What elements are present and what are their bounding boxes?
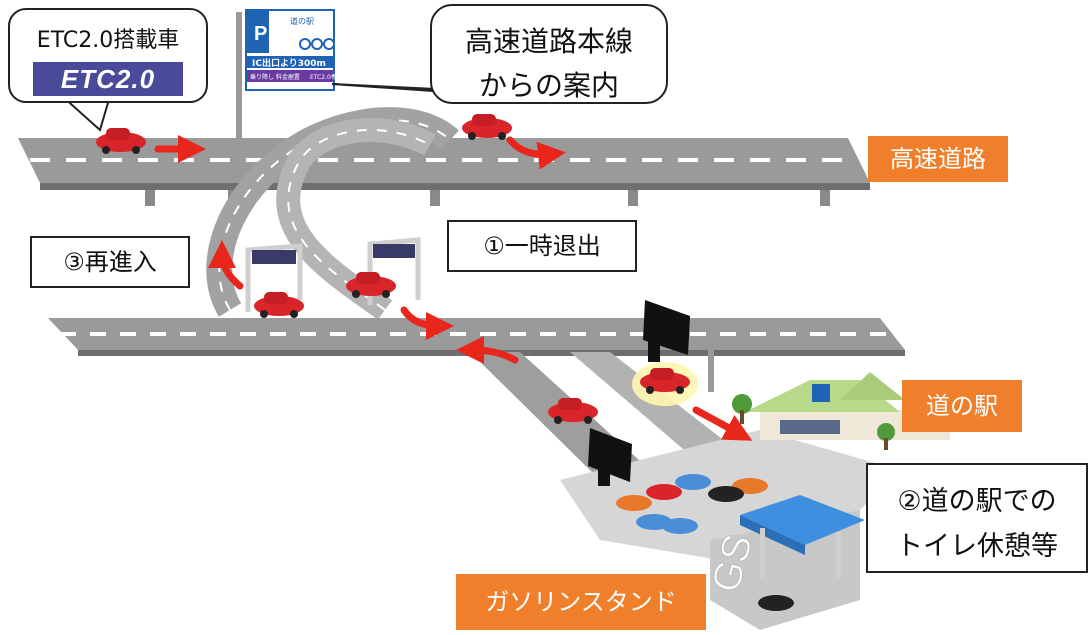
svg-text:P: P <box>254 23 267 45</box>
car-icon <box>346 272 396 298</box>
car-icon-highlighted <box>632 362 698 406</box>
entrance-sign <box>588 300 714 486</box>
sign-station-name: 道の駅 <box>290 16 314 26</box>
reentry-label: ③再進入 <box>30 236 190 288</box>
gas-station-label: ガソリンスタンド <box>456 574 706 630</box>
parked-cars <box>616 474 794 611</box>
flow-arrows <box>154 135 753 441</box>
michi-no-eki-label: 道の駅 <box>902 380 1022 432</box>
car-icons <box>96 114 794 611</box>
etc-vehicle-label: ETC2.0搭載車 <box>36 28 180 53</box>
car-icon <box>462 114 512 140</box>
mainline-guide-callout: 高速道路本線 からの案内 <box>430 4 668 104</box>
sign-etc-tag: ETC2.0専用 <box>310 73 343 81</box>
rest-stop-label: ②道の駅での トイレ休憩等 <box>866 463 1088 573</box>
temporary-exit-label: ①一時退出 <box>447 220 637 272</box>
rest-line1: ②道の駅での <box>897 486 1057 517</box>
etc-logo: ETC2.0 <box>33 62 183 96</box>
expressway-label: 高速道路 <box>868 136 1008 182</box>
guide-sign: P 道の駅 IC出口より300m 乗り降し 料金据置 ETC2.0専用 <box>236 9 343 140</box>
mainline-guide-line1: 高速道路本線 <box>464 25 633 58</box>
sign-note: 乗り降し 料金据置 <box>250 73 300 81</box>
car-icon <box>96 128 146 154</box>
rest-line2: トイレ休憩等 <box>896 531 1058 562</box>
mainline-guide-line2: からの案内 <box>478 69 619 102</box>
car-icon <box>254 292 304 318</box>
sign-distance: IC出口より300m <box>252 57 326 69</box>
car-icon <box>548 398 598 424</box>
etc-vehicle-callout: ETC2.0搭載車 ETC2.0 <box>8 8 208 103</box>
upper-highway <box>18 138 870 206</box>
